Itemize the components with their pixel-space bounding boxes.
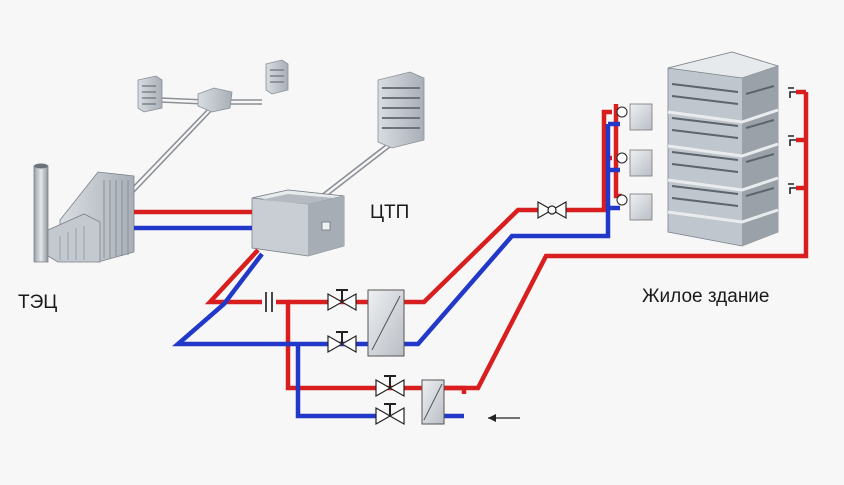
water-tap-icon — [788, 183, 796, 194]
valve-icon — [375, 403, 405, 426]
valve-icon — [327, 331, 357, 354]
power-plant-label: ТЭЦ — [18, 292, 58, 313]
radiator-icon — [616, 149, 653, 177]
compensator-icon — [265, 292, 273, 312]
valve-icon — [375, 375, 405, 398]
water-tap-icon — [788, 87, 796, 98]
distant-substation — [197, 87, 233, 113]
building-label: Жилое здание — [642, 286, 770, 307]
supply-pipe — [442, 92, 809, 391]
ctp-label: ЦТП — [370, 202, 410, 223]
return-pipe — [608, 121, 620, 211]
heat-exchanger-icon — [421, 379, 445, 425]
valve-icon — [327, 289, 357, 312]
distribution-lines — [129, 97, 400, 199]
water-tap-icon — [788, 135, 796, 146]
supply-pipe — [613, 104, 622, 199]
return-pipe — [171, 252, 368, 347]
radiator-icon — [616, 103, 653, 131]
radiator-icon — [616, 193, 653, 221]
valve-icon — [537, 200, 567, 220]
return-pipe — [404, 124, 611, 347]
apartment-block — [377, 71, 425, 149]
heat-exchanger-icon — [367, 289, 405, 357]
distant-building-left — [137, 75, 163, 113]
return-pipe — [295, 344, 380, 419]
supply-pipe — [796, 89, 806, 191]
central-heating-station-icon — [251, 189, 345, 257]
residential-building-icon — [667, 51, 780, 247]
distant-building-right — [265, 59, 289, 95]
power-plant-icon — [33, 163, 135, 263]
flow-arrow-icon — [488, 414, 520, 422]
